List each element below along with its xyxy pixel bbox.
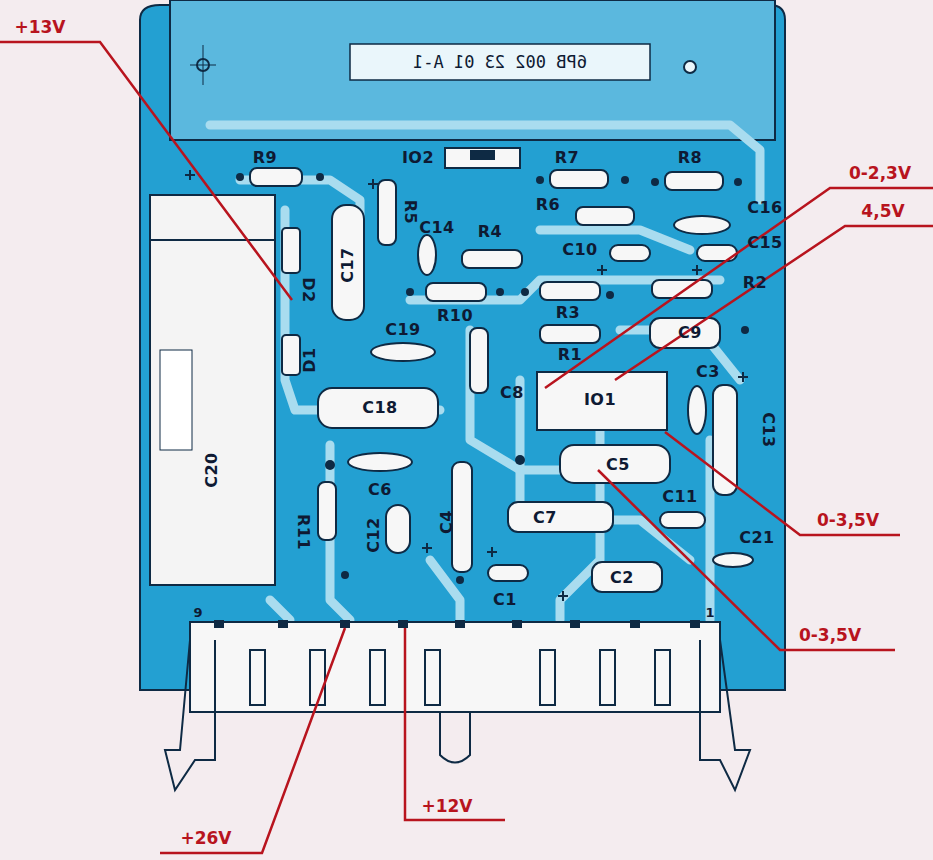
part-label: C7 — [533, 510, 557, 526]
part-label: R11 — [295, 514, 311, 550]
part-label: D2 — [300, 277, 316, 302]
part-label: C12 — [366, 517, 382, 553]
part-label: C4 — [439, 510, 455, 534]
voltage-callout: 0-3,5V — [817, 512, 879, 529]
part-label: C18 — [362, 400, 398, 416]
voltage-callout: 0-2,3V — [849, 165, 911, 182]
part-label: C20 — [204, 452, 220, 488]
part-label: C6 — [368, 482, 392, 498]
part-label: C10 — [562, 242, 598, 258]
part-label: C9 — [678, 325, 702, 341]
part-label: D1 — [302, 347, 318, 372]
part-label: R8 — [678, 150, 702, 166]
part-label: R6 — [536, 197, 560, 213]
part-label: C1 — [493, 592, 517, 608]
part-label: C5 — [606, 457, 630, 473]
part-label: R5 — [402, 200, 418, 224]
part-label: C13 — [760, 412, 776, 448]
part-label: R7 — [555, 150, 579, 166]
part-label: R2 — [743, 275, 767, 291]
voltage-callout: 4,5V — [861, 203, 904, 220]
pin-number: 1 — [705, 606, 714, 619]
part-label: C11 — [662, 489, 698, 505]
part-label: C16 — [747, 200, 783, 216]
part-label: IO2 — [402, 150, 434, 166]
voltage-callout: +26V — [180, 830, 231, 847]
part-label: R3 — [556, 305, 580, 321]
part-label: C21 — [739, 530, 775, 546]
part-label: R10 — [437, 308, 473, 324]
part-label: IO1 — [584, 392, 616, 408]
part-label: R1 — [558, 347, 582, 363]
pin-number: 9 — [193, 606, 202, 619]
part-label: C19 — [385, 322, 421, 338]
part-label: C3 — [696, 364, 720, 380]
part-label: C17 — [340, 247, 356, 283]
board-code: 6PB 002 23 01 A-1 — [413, 54, 587, 71]
part-label: C14 — [419, 220, 455, 236]
voltage-callout: 0-3,5V — [799, 627, 861, 644]
part-label: R4 — [478, 224, 502, 240]
part-label: C15 — [747, 235, 783, 251]
voltage-callout: +13V — [14, 19, 65, 36]
part-label: R9 — [253, 150, 277, 166]
part-label: C8 — [500, 385, 524, 401]
part-label: C2 — [610, 570, 634, 586]
voltage-callout: +12V — [421, 798, 472, 815]
